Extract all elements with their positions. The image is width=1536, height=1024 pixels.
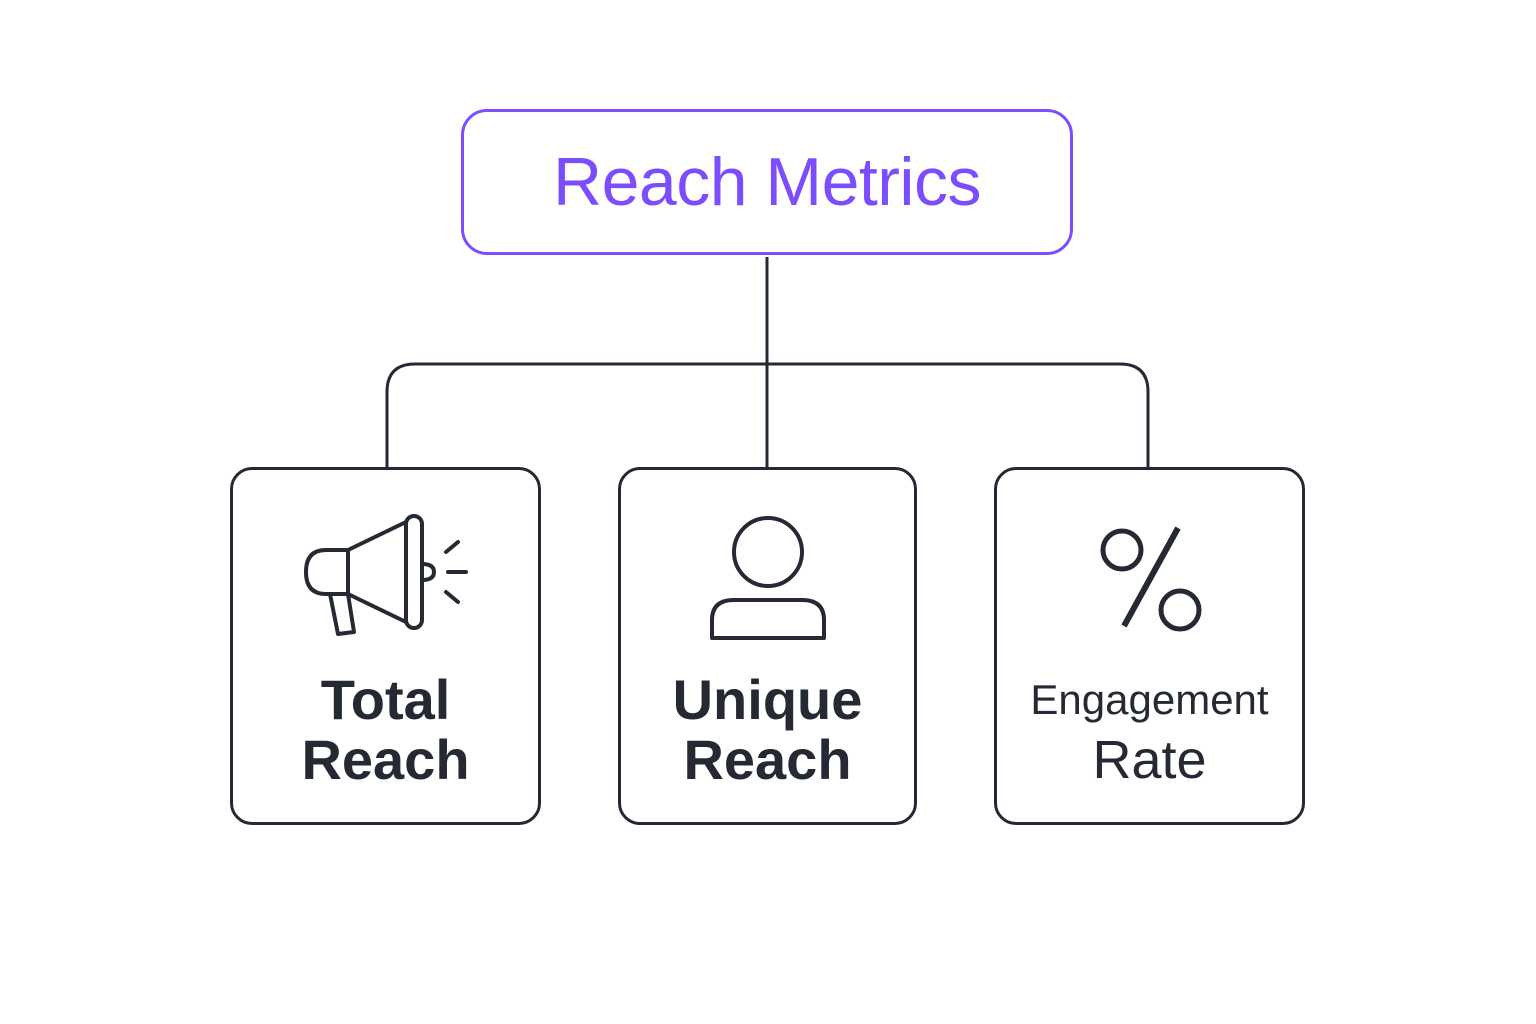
label-line-1: Unique	[672, 668, 863, 731]
percent-icon	[997, 510, 1302, 650]
label-line-1: Engagement	[1030, 676, 1269, 723]
child-node-engagement-rate: Engagement Rate	[994, 467, 1305, 825]
child-node-label: Total Reach	[233, 670, 538, 790]
root-node-label: Reach Metrics	[552, 144, 982, 220]
root-node-reach-metrics: Reach Metrics	[461, 109, 1073, 255]
child-node-unique-reach: Unique Reach	[618, 467, 917, 825]
child-node-label: Engagement Rate	[997, 670, 1302, 790]
label-line-2: Reach	[683, 728, 852, 791]
child-node-total-reach: Total Reach	[230, 467, 541, 825]
label-line-2: Rate	[1092, 730, 1207, 790]
connector-branch-left	[385, 362, 767, 467]
connector-branch-right	[767, 362, 1150, 467]
label-line-1: Total	[320, 668, 451, 731]
megaphone-icon	[233, 510, 538, 650]
child-node-label: Unique Reach	[621, 670, 914, 790]
label-line-2: Reach	[301, 728, 470, 791]
user-icon	[621, 510, 914, 650]
